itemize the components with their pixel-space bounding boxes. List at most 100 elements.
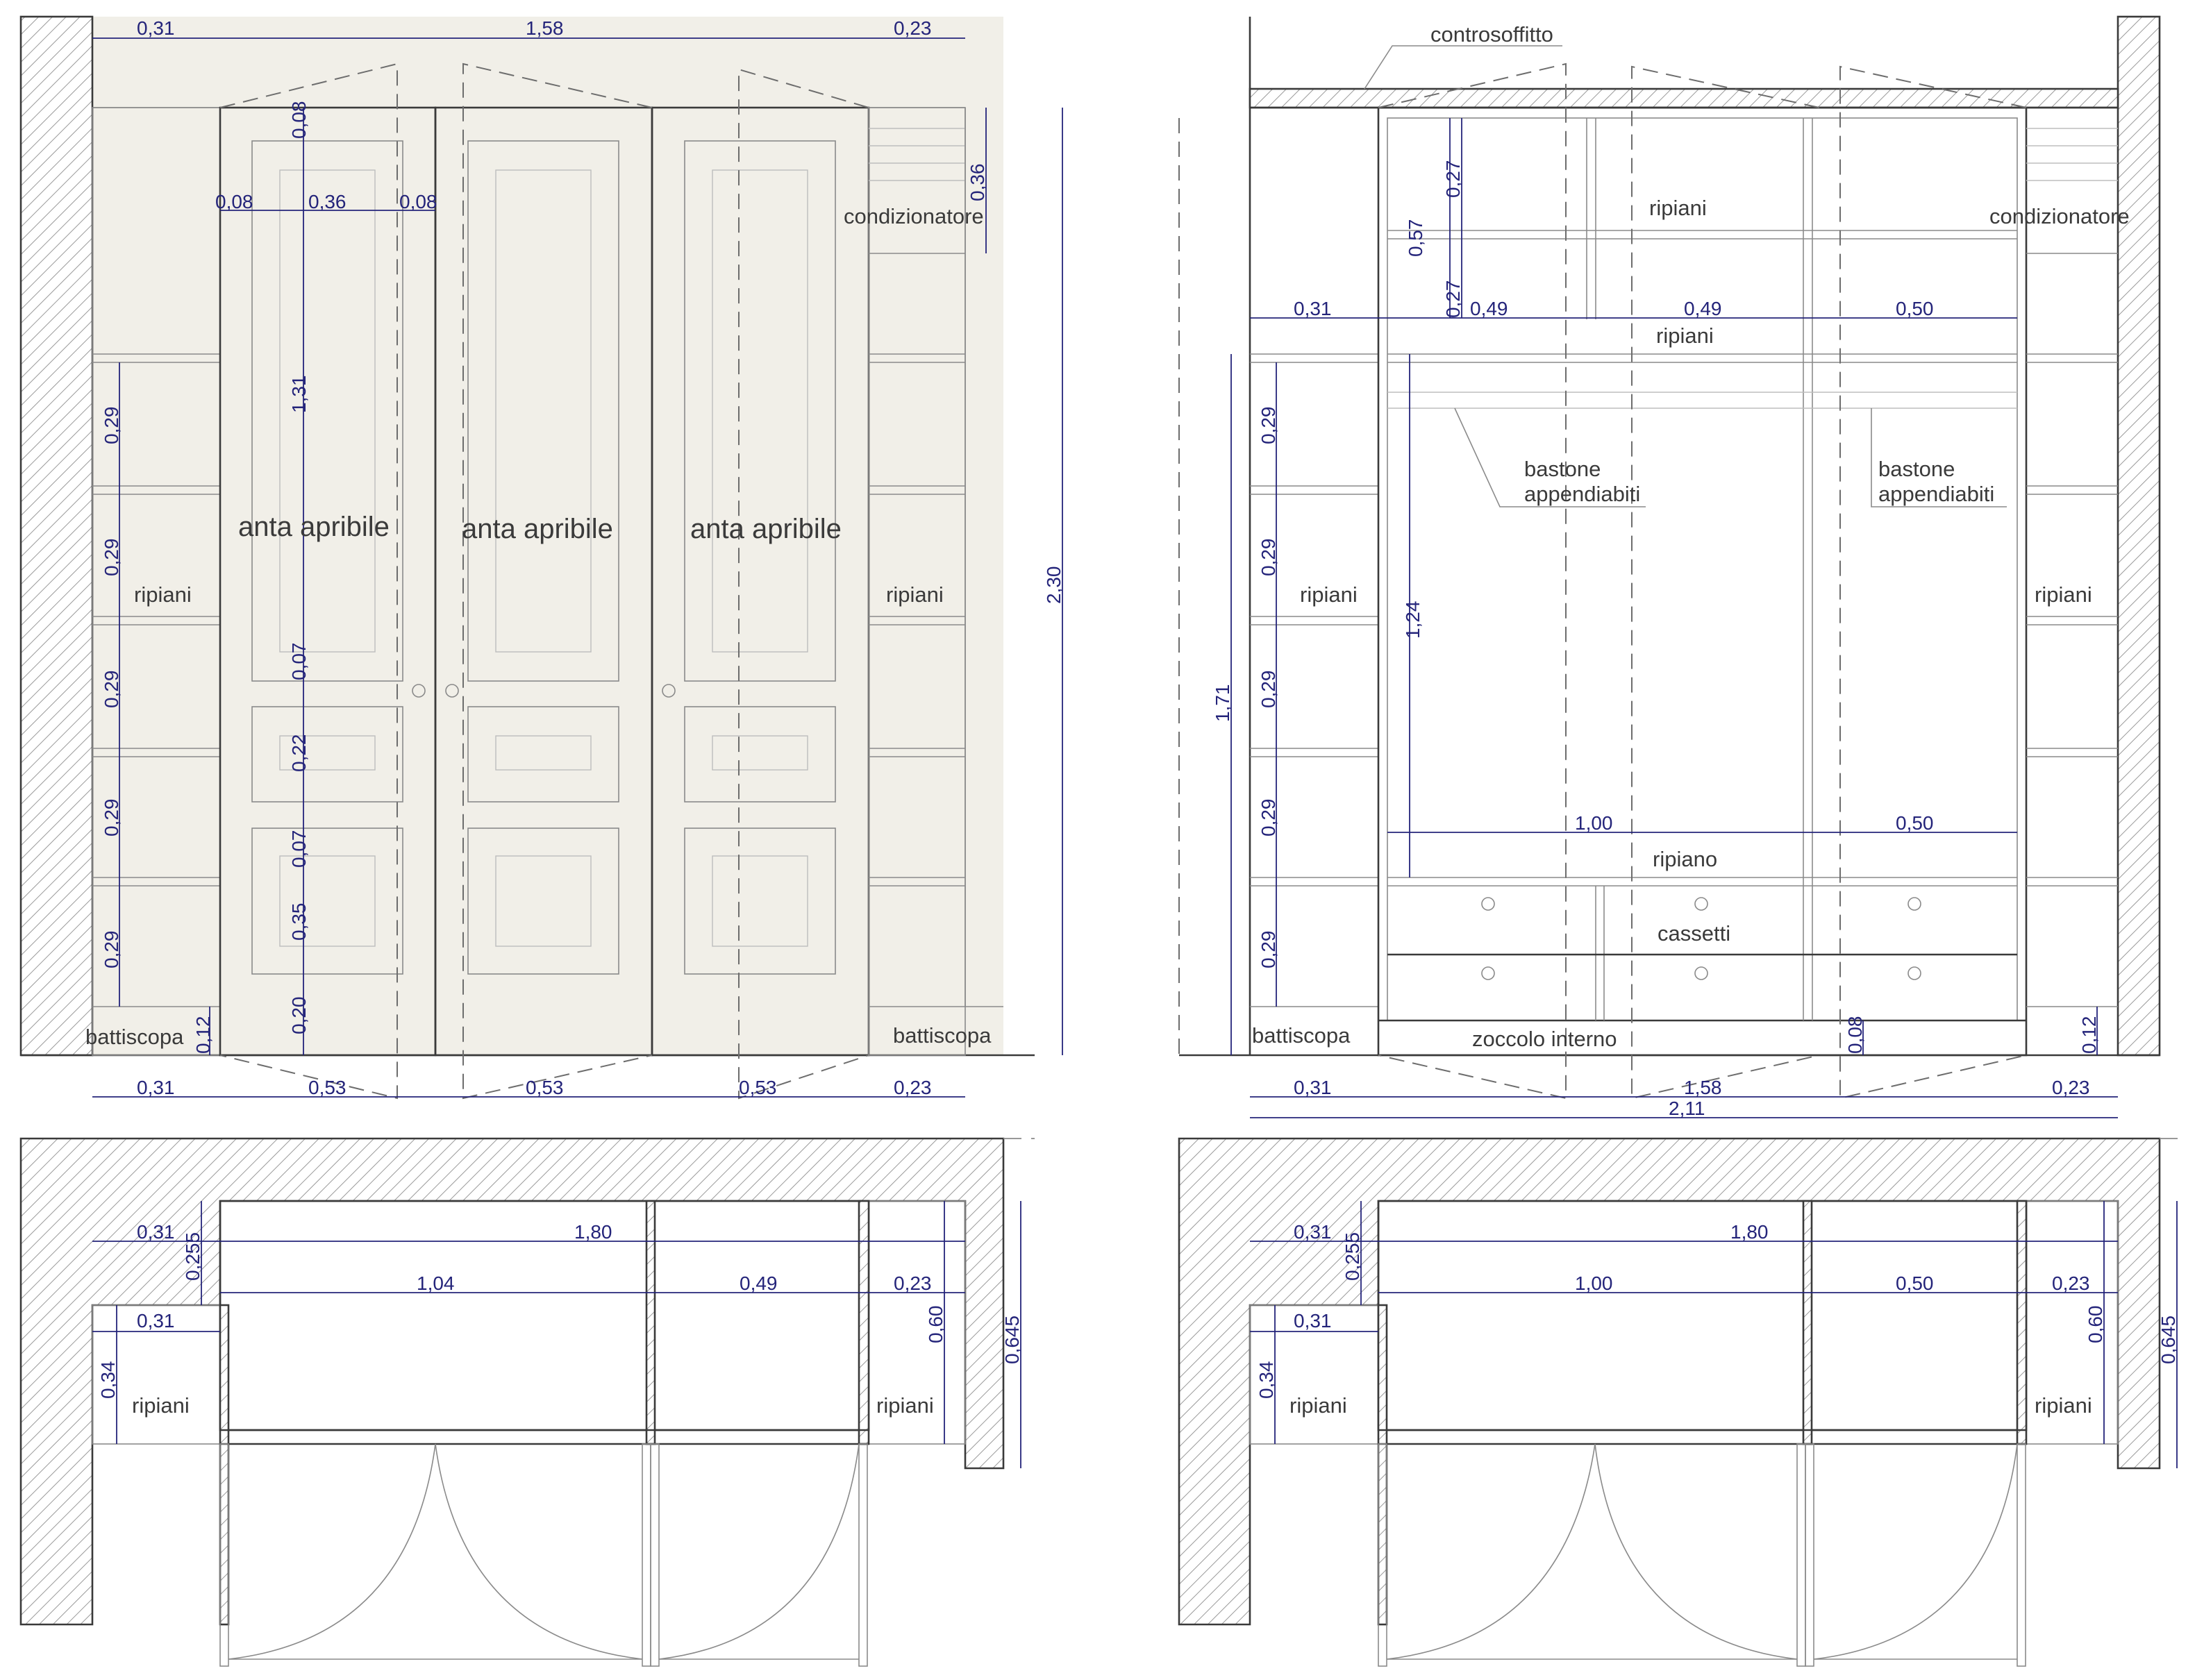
dim-int-baseboard: 0,12 xyxy=(2078,1016,2100,1055)
dim-plan-total: 1,80 xyxy=(574,1221,612,1243)
dim-upper-shelf-1: 0,27 xyxy=(1442,160,1464,199)
plan-wall-left xyxy=(19,1137,1005,1626)
plan-wall-right xyxy=(1178,1137,2161,1626)
dim-plan2-cabinet-1: 1,00 xyxy=(1575,1272,1613,1294)
dim-rail-low: 0,07 xyxy=(288,830,310,868)
dim-shelf-width-2: 0,50 xyxy=(1896,812,1934,834)
plan-door-swings-open[interactable] xyxy=(1378,1443,2026,1667)
label-battiscopa-left: battiscopa xyxy=(85,1025,184,1049)
label-ripiani-right: ripiani xyxy=(886,582,944,607)
dim-total-height: 2,30 xyxy=(1043,566,1065,605)
plan-dimension-lines xyxy=(92,1201,1021,1468)
label-plan2-ripiani-left: ripiani xyxy=(1289,1393,1347,1418)
interior-shelves xyxy=(1387,230,2017,887)
front-elevation-closed: 0,31 1,58 0,23 0,08 0,36 0,08 0,08 1,31 … xyxy=(19,15,1065,1100)
dim-plan2-wall-depth: 0,645 xyxy=(2157,1316,2179,1364)
knob-icon[interactable] xyxy=(445,684,459,698)
dim-plan2-cabinet-depth: 0,60 xyxy=(2085,1306,2106,1344)
dim-hanging-height: 1,24 xyxy=(1402,601,1424,639)
plan-door-swings[interactable] xyxy=(219,1443,868,1667)
condizionatore-grille xyxy=(869,128,965,254)
dim-top-left: 0,31 xyxy=(137,17,175,39)
label-zoccolo-interno: zoccolo interno xyxy=(1472,1027,1617,1051)
dim-int-col-2: 0,49 xyxy=(1684,298,1722,319)
dim-plan-shelf-depth: 0,34 xyxy=(97,1361,119,1400)
dim-plan-cabinet-1: 1,04 xyxy=(417,1272,455,1294)
label-plan2-ripiani-right: ripiani xyxy=(2035,1393,2092,1418)
dim-door-2: 0,53 xyxy=(526,1077,564,1098)
dim-panel-width: 0,36 xyxy=(308,191,347,212)
drawer-knob-icon[interactable] xyxy=(1481,897,1495,911)
dim-shelf-2: 0,29 xyxy=(101,539,122,577)
dim-plan2-left-niche: 0,31 xyxy=(1294,1310,1332,1332)
dim-plan-cabinet-3: 0,23 xyxy=(894,1272,932,1294)
dim-plan2-total: 1,80 xyxy=(1730,1221,1769,1243)
label-condizionatore: condizionatore xyxy=(844,204,984,228)
dim-top-center: 1,58 xyxy=(526,17,564,39)
dim-int-shelf-5: 0,29 xyxy=(1258,931,1279,969)
controsoffitto-slab xyxy=(1249,87,2119,109)
dim-baseboard: 0,12 xyxy=(192,1016,214,1055)
dim-int-bottom-center: 1,58 xyxy=(1684,1077,1722,1098)
drawers[interactable] xyxy=(1387,897,2017,980)
label-appendiabiti-2: appendiabiti xyxy=(1878,482,1994,506)
dim-int-total-width: 2,11 xyxy=(1669,1098,1705,1119)
label-bastone-1: bastone xyxy=(1524,457,1601,481)
plan-view-left: 0,31 1,80 0,31 1,04 0,49 0,23 0,255 0,34… xyxy=(19,1137,1035,1667)
dim-plan-cabinet-2: 0,49 xyxy=(740,1272,778,1294)
knob-icon[interactable] xyxy=(412,684,426,698)
dim-panel-lower: 0,35 xyxy=(288,903,310,941)
dim-upper-shelf-2: 0,27 xyxy=(1442,280,1464,319)
dim-upper-total: 0,57 xyxy=(1405,219,1426,258)
label-battiscopa-right: battiscopa xyxy=(893,1023,992,1048)
dim-plan2-niche-depth: 0,255 xyxy=(1342,1232,1363,1281)
plan-cabinet xyxy=(219,1200,870,1431)
label-ripiani-int-left: ripiani xyxy=(1300,582,1358,607)
drawer-knob-icon[interactable] xyxy=(1907,966,1921,980)
beige-wall-background xyxy=(92,17,1003,1055)
label-plan-ripiani-left: ripiani xyxy=(132,1393,190,1418)
label-controsoffitto: controsoffitto xyxy=(1430,22,1553,47)
dim-plan-cabinet-depth: 0,60 xyxy=(925,1306,946,1344)
dim-panel-upper: 1,31 xyxy=(288,376,310,414)
label-condizionatore-int: condizionatore xyxy=(1989,204,2130,228)
dim-shelf-5: 0,29 xyxy=(101,931,122,969)
dim-stile-left: 0,08 xyxy=(215,191,253,212)
left-wall-section xyxy=(19,15,94,1057)
drawer-knob-icon[interactable] xyxy=(1694,966,1708,980)
dim-top-right: 0,23 xyxy=(894,17,932,39)
dim-plan-left: 0,31 xyxy=(137,1221,175,1243)
label-appendiabiti-1: appendiabiti xyxy=(1524,482,1640,506)
interior-right-shelves xyxy=(2026,128,2118,1007)
dim-plan2-shelf-depth: 0,34 xyxy=(1255,1361,1277,1400)
drawer-knob-icon[interactable] xyxy=(1481,966,1495,980)
dim-rail-bottom: 0,20 xyxy=(288,997,310,1035)
wardrobe-carcass xyxy=(1377,106,2028,1057)
plan-cabinet-open xyxy=(1377,1200,2028,1431)
drawer-knob-icon[interactable] xyxy=(1907,897,1921,911)
drawer-knob-icon[interactable] xyxy=(1694,897,1708,911)
dim-int-col-3: 0,50 xyxy=(1896,298,1934,319)
dim-int-bottom-left: 0,31 xyxy=(1294,1077,1332,1098)
label-ripiano: ripiano xyxy=(1653,847,1717,871)
label-anta-apribile-3: anta apribile xyxy=(690,514,842,544)
plan-view-right: 0,31 1,80 0,31 1,00 0,50 0,23 0,255 0,34… xyxy=(1178,1137,2187,1667)
dim-rail-mid: 0,07 xyxy=(288,643,310,681)
label-anta-apribile-2: anta apribile xyxy=(462,514,613,544)
dim-plan2-cabinet-3: 0,23 xyxy=(2052,1272,2090,1294)
dim-shelf-4: 0,29 xyxy=(101,799,122,837)
dim-plan-wall-depth: 0,645 xyxy=(1001,1316,1023,1364)
dim-shelf-1: 0,29 xyxy=(101,407,122,445)
knob-icon[interactable] xyxy=(662,684,676,698)
dim-plan2-left: 0,31 xyxy=(1294,1221,1332,1243)
dim-shelf-3: 0,29 xyxy=(101,671,122,709)
dim-int-shelf-2: 0,29 xyxy=(1258,539,1279,577)
interior-door-indicators xyxy=(1378,62,2027,1100)
label-battiscopa-int: battiscopa xyxy=(1252,1023,1351,1048)
label-ripiani-mid: ripiani xyxy=(1656,324,1714,348)
door-panels xyxy=(251,140,836,975)
dim-plan2-cabinet-2: 0,50 xyxy=(1896,1272,1934,1294)
door-opening-indicators xyxy=(219,62,869,1100)
dim-int-shelf-4: 0,29 xyxy=(1258,799,1279,837)
